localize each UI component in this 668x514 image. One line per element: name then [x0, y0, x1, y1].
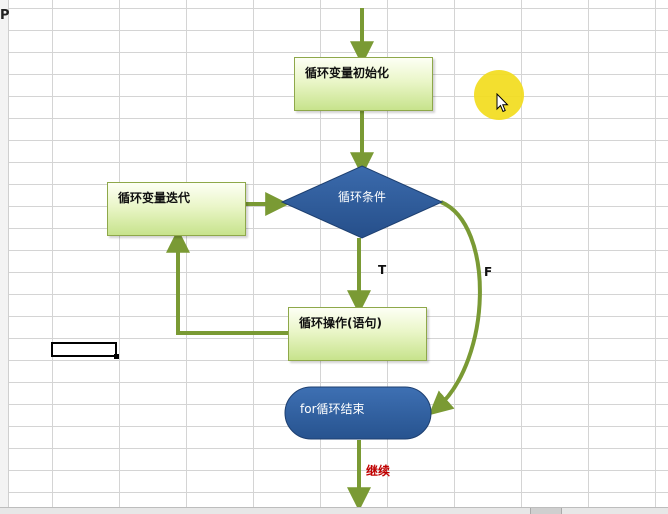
- fill-handle[interactable]: [114, 354, 119, 359]
- cursor-highlight: [474, 70, 524, 120]
- operation-process-label: 循环操作(语句): [299, 316, 382, 330]
- iteration-process-label: 循环变量迭代: [118, 191, 191, 205]
- continue-label: 继续: [366, 464, 391, 478]
- true-branch-label: T: [378, 263, 387, 277]
- iteration-process-box[interactable]: 循环变量迭代: [107, 182, 246, 236]
- end-terminator[interactable]: [284, 386, 432, 440]
- row-header-glyph: P: [0, 8, 10, 23]
- condition-label: 循环条件: [337, 190, 386, 204]
- condition-diamond[interactable]: [280, 165, 444, 239]
- false-branch-label: F: [484, 265, 493, 279]
- operation-process-box[interactable]: 循环操作(语句): [288, 307, 427, 361]
- mouse-pointer-icon: [496, 93, 509, 113]
- init-process-box[interactable]: 循环变量初始化: [294, 57, 433, 111]
- end-terminator-label: for循环结束: [300, 402, 365, 416]
- selected-cell[interactable]: [51, 342, 119, 359]
- arrow-condition-to-end: [428, 200, 482, 416]
- arrow-operation-to-iteration: [166, 228, 288, 335]
- scrollbar-thumb[interactable]: [530, 508, 562, 514]
- row-header-strip: P: [0, 0, 10, 507]
- init-process-label: 循环变量初始化: [305, 66, 390, 80]
- horizontal-scrollbar[interactable]: [0, 507, 668, 514]
